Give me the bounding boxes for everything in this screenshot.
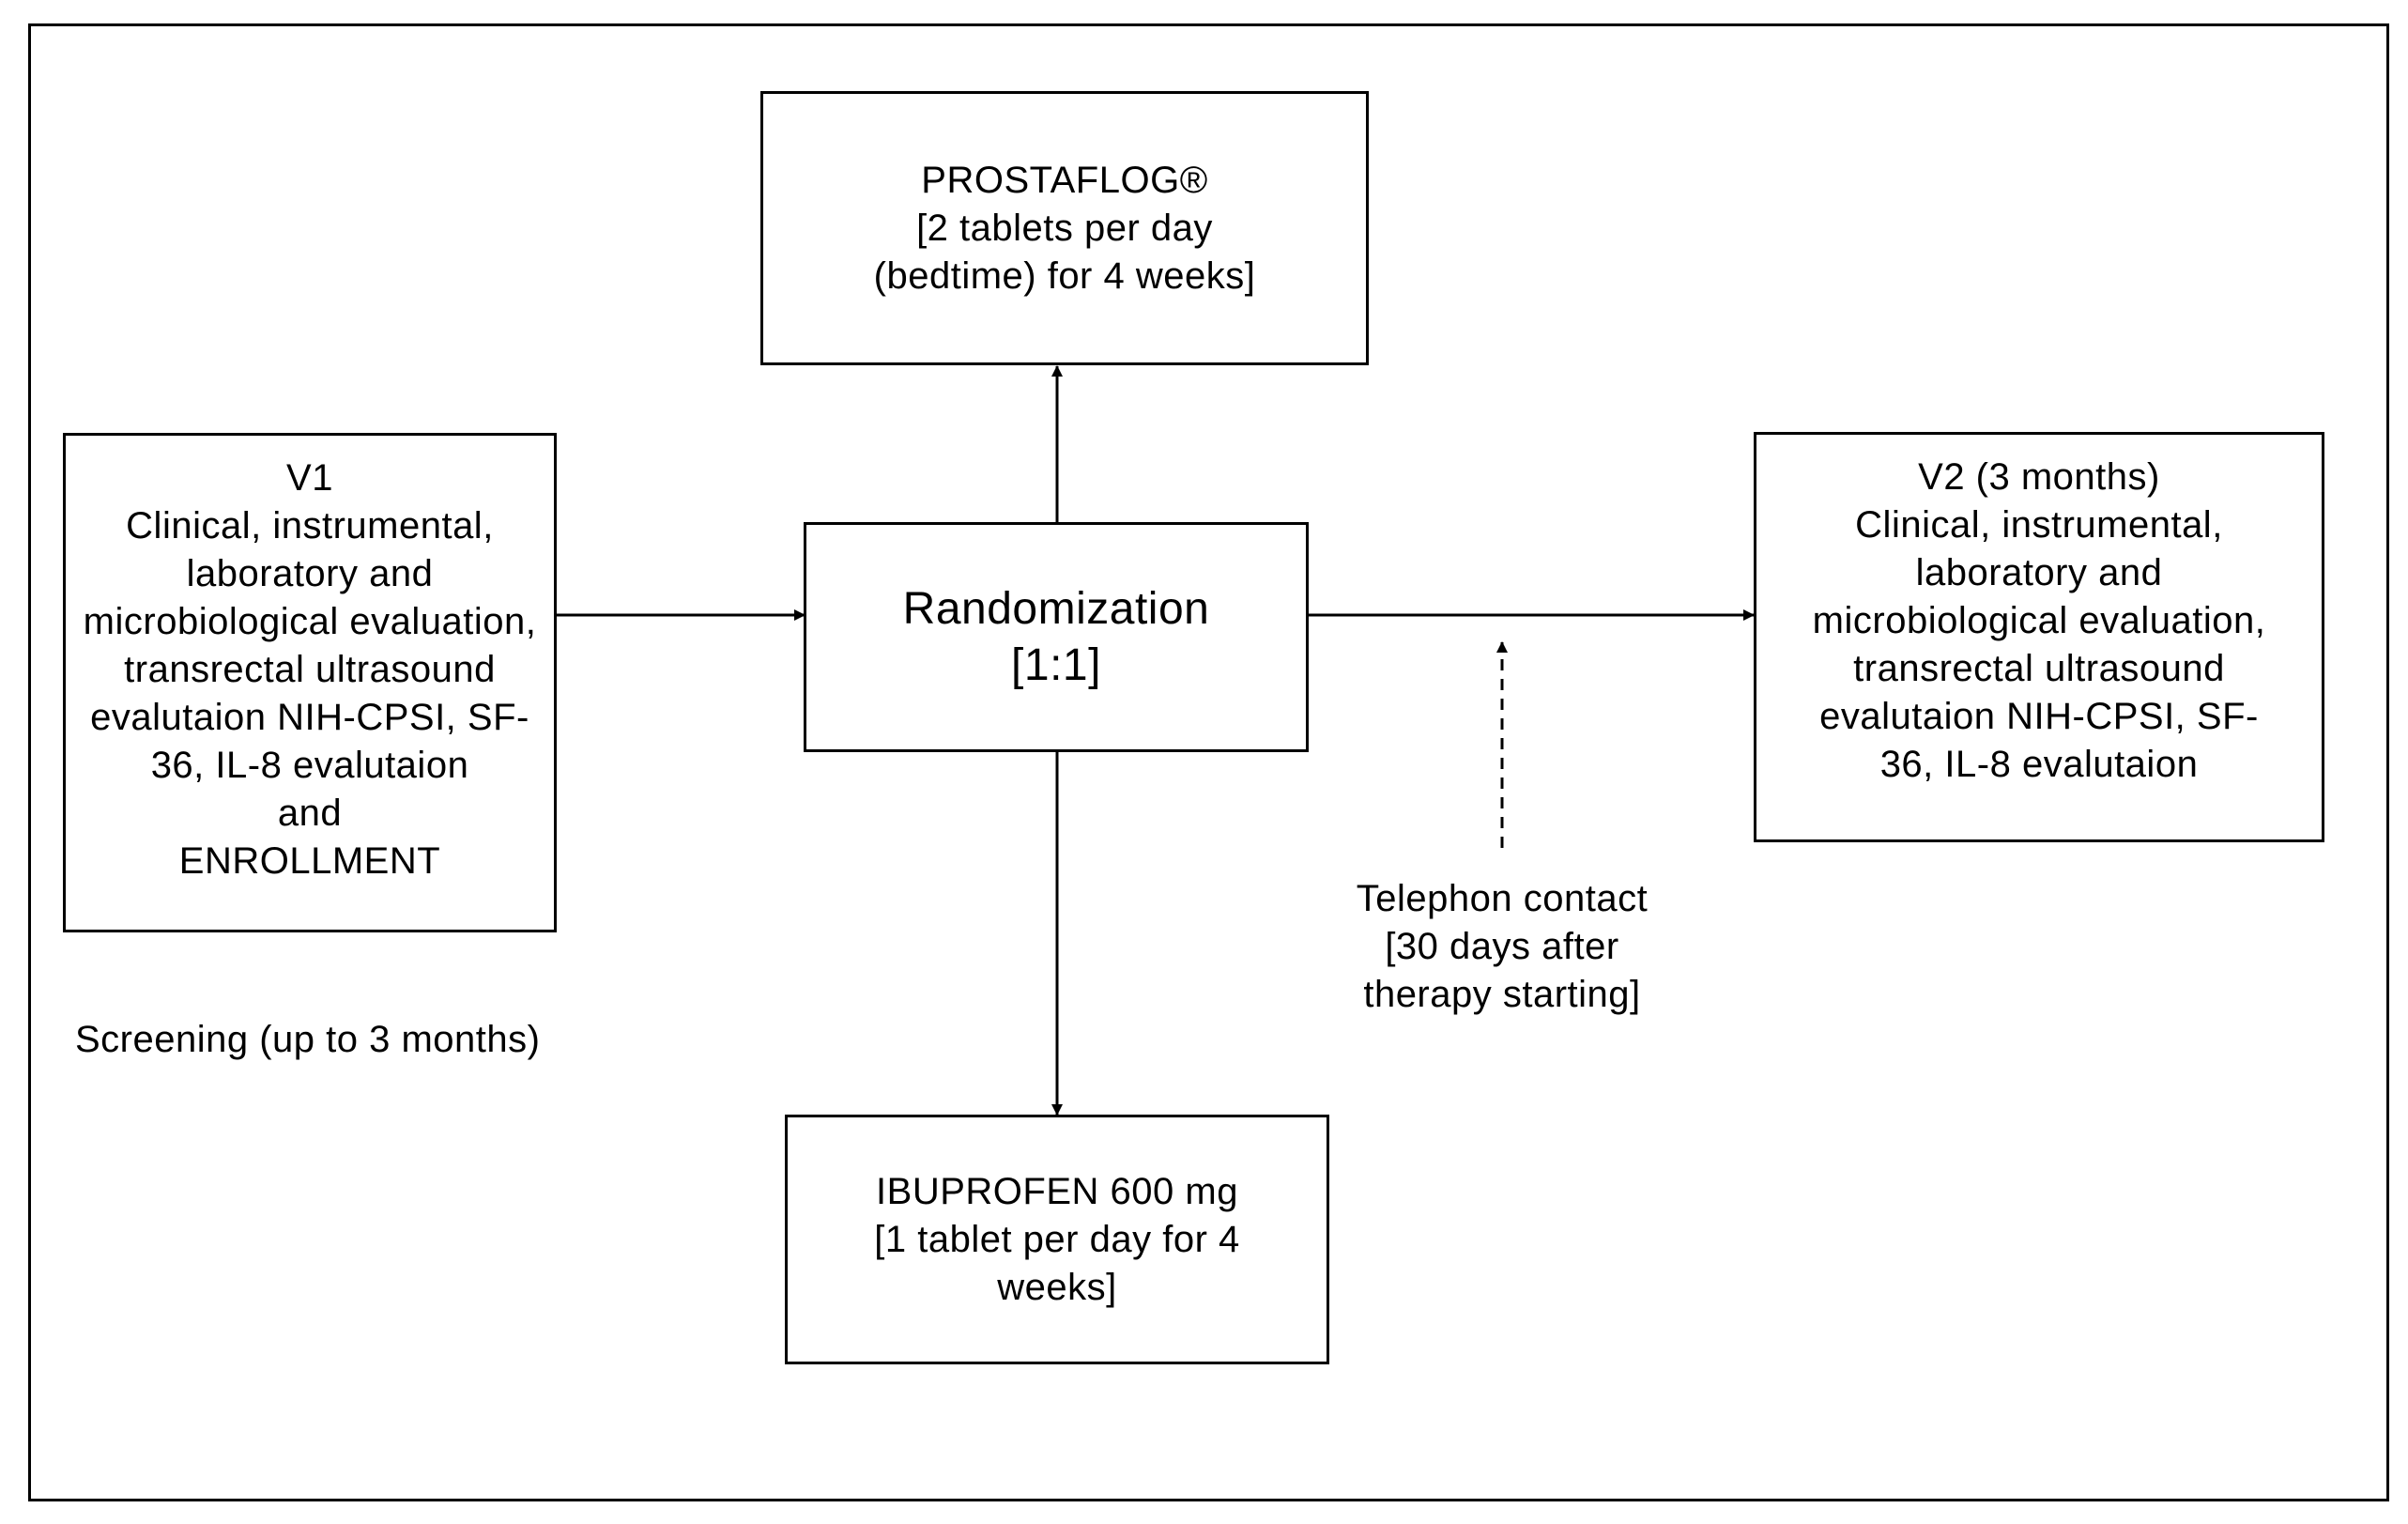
ibuprofen-line-1: IBUPROFEN 600 mg bbox=[876, 1170, 1238, 1212]
v2-line-2: Clinical, instrumental, bbox=[1855, 504, 2223, 546]
v2-line-6: evalutaion NIH-CPSI, SF- bbox=[1819, 696, 2259, 737]
v1-line-6: evalutaion NIH-CPSI, SF- bbox=[90, 697, 529, 738]
ibuprofen-line-2: [1 tablet per day for 4 bbox=[874, 1218, 1240, 1260]
v1-line-2: Clinical, instrumental, bbox=[126, 505, 494, 546]
v1-line-1: V1 bbox=[286, 457, 333, 499]
randomization-box: Randomization [1:1] bbox=[804, 522, 1309, 752]
telephone-line-3: therapy starting] bbox=[1363, 974, 1641, 1015]
v2-line-5: transrectal ultrasound bbox=[1853, 648, 2225, 689]
v1-line-9: ENROLLMENT bbox=[178, 840, 441, 882]
prostaflog-line-3: (bedtime) for 4 weeks] bbox=[873, 254, 1256, 297]
v1-line-3: laboratory and bbox=[186, 553, 434, 594]
screening-label: Screening (up to 3 months) bbox=[75, 1016, 563, 1064]
v2-box: V2 (3 months) Clinical, instrumental, la… bbox=[1754, 432, 2324, 842]
v1-line-5: transrectal ultrasound bbox=[124, 649, 496, 690]
v1-line-8: and bbox=[277, 793, 343, 834]
telephone-contact-label: Telephon contact [30 days after therapy … bbox=[1286, 875, 1718, 1019]
v2-line-1: V2 (3 months) bbox=[1918, 456, 2160, 498]
v1-line-7: 36, IL-8 evalutaion bbox=[150, 745, 469, 786]
v1-line-4: microbiological evaluation, bbox=[83, 601, 537, 642]
diagram-border bbox=[28, 23, 2389, 1501]
ibuprofen-box: IBUPROFEN 600 mg [1 tablet per day for 4… bbox=[785, 1115, 1329, 1364]
prostaflog-line-1: PROSTAFLOG® bbox=[921, 159, 1208, 201]
v2-line-4: microbiological evaluation, bbox=[1812, 600, 2266, 641]
prostaflog-box: PROSTAFLOG® [2 tablets per day (bedtime)… bbox=[760, 91, 1369, 365]
v2-line-3: laboratory and bbox=[1915, 552, 2163, 593]
prostaflog-line-2: [2 tablets per day bbox=[916, 207, 1213, 249]
ibuprofen-line-3: weeks] bbox=[997, 1266, 1117, 1308]
screening-text: Screening (up to 3 months) bbox=[75, 1019, 541, 1060]
v1-box: V1 Clinical, instrumental, laboratory an… bbox=[63, 433, 557, 932]
telephone-line-1: Telephon contact bbox=[1356, 878, 1649, 919]
telephone-line-2: [30 days after bbox=[1385, 926, 1619, 967]
randomization-line-1: Randomization bbox=[902, 583, 1210, 634]
v2-line-7: 36, IL-8 evalutaion bbox=[1879, 744, 2199, 785]
randomization-line-2: [1:1] bbox=[1011, 639, 1101, 690]
